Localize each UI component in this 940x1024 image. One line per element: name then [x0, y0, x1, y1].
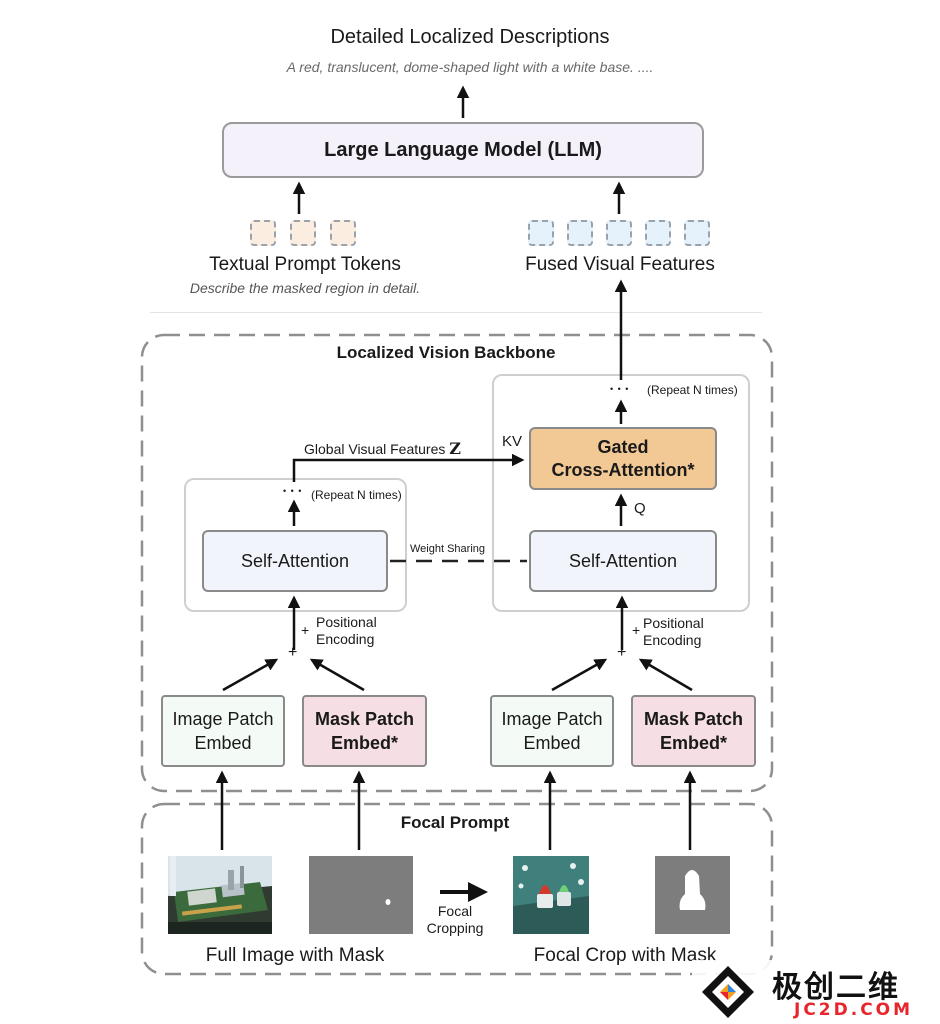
output-title: Detailed Localized Descriptions — [330, 26, 610, 48]
full-image-thumbnail — [168, 856, 272, 934]
arrow-right-mpe-to-plus — [638, 658, 693, 692]
focal-cropping-line1: Focal — [437, 903, 473, 919]
visual-token — [567, 220, 593, 246]
arrow-left-ipe-to-plus — [222, 658, 279, 692]
fused-visual-features-label: Fused Visual Features — [525, 254, 715, 275]
watermark-logo-icon — [702, 966, 754, 1018]
left-pe-plus: + — [301, 622, 310, 638]
crop-mask-picture — [679, 870, 706, 910]
mask-dot-picture — [385, 899, 391, 905]
visual-token — [645, 220, 671, 246]
global-visual-features-label: Global Visual Features Z — [304, 439, 461, 458]
left-ipe-line1: Image Patch — [172, 709, 274, 729]
global-visual-features-text: Global Visual Features — [304, 441, 446, 457]
focal-crop-label: Focal Crop with Mask — [533, 945, 717, 966]
watermark: 极创二维 JC2D.COM — [692, 960, 940, 1024]
visual-token — [606, 220, 632, 246]
right-pe-line1: Positional — [643, 615, 704, 631]
gated-line2: Cross-Attention* — [551, 459, 695, 480]
kv-label: KV — [502, 433, 523, 450]
arrow-right-ipe-to-plus — [551, 658, 608, 692]
left-pe-line2: Encoding — [316, 631, 375, 647]
right-repeat-dots: • • • — [610, 384, 630, 394]
focal-cropping-line2: Cropping — [426, 920, 484, 936]
left-encoder-frame — [184, 478, 407, 612]
textual-prompt-example: Describe the masked region in detail. — [189, 280, 421, 296]
q-label: Q — [634, 500, 646, 517]
right-mpe-line1: Mask Patch — [643, 709, 744, 729]
focal-prompt-title: Focal Prompt — [400, 813, 510, 832]
focal-crop-mask — [655, 856, 730, 934]
full-image-mask — [309, 856, 413, 934]
focal-crop-thumbnail — [513, 856, 589, 934]
left-positional-encoding: Positional Encoding — [316, 614, 377, 648]
backbone-dashed-frame — [140, 333, 774, 793]
textual-prompt-tokens-label: Textual Prompt Tokens — [209, 254, 401, 275]
backbone-title: Localized Vision Backbone — [336, 343, 556, 362]
right-ipe-line1: Image Patch — [501, 709, 603, 729]
right-repeat-label: (Repeat N times) — [647, 383, 738, 397]
left-repeat-label: (Repeat N times) — [311, 488, 402, 502]
focal-cropping-label: Focal Cropping — [410, 903, 500, 937]
left-mpe-line1: Mask Patch — [314, 709, 415, 729]
left-repeat-dots: • • • — [283, 486, 303, 496]
arrow-left-mpe-to-plus — [309, 658, 365, 692]
right-fusion-plus: + — [617, 644, 627, 661]
focal-dashed-frame — [140, 802, 774, 976]
right-pe-plus: + — [632, 622, 641, 638]
left-mask-patch-embed: Mask Patch Embed* — [302, 695, 427, 767]
left-ipe-line2: Embed — [194, 733, 252, 753]
visual-token — [684, 220, 710, 246]
textual-token — [290, 220, 316, 246]
left-self-attention: Self-Attention — [202, 530, 388, 592]
left-mpe-line2: Embed* — [330, 733, 399, 753]
right-mask-patch-embed: Mask Patch Embed* — [631, 695, 756, 767]
left-image-patch-embed: Image Patch Embed — [161, 695, 285, 767]
global-features-symbol: Z — [449, 439, 461, 458]
visual-token — [528, 220, 554, 246]
output-subtitle: A red, translucent, dome-shaped light wi… — [286, 59, 654, 75]
left-fusion-plus: + — [288, 644, 298, 661]
arrow-global-features-to-kv — [292, 453, 525, 482]
gated-line1: Gated — [597, 436, 649, 457]
textual-token — [250, 220, 276, 246]
section-divider — [150, 312, 762, 313]
right-pe-line2: Encoding — [643, 632, 702, 648]
weight-sharing-label: Weight Sharing — [410, 543, 486, 555]
right-self-attention: Self-Attention — [529, 530, 717, 592]
watermark-url: JC2D.COM — [794, 1000, 914, 1020]
circuit-board-picture — [168, 856, 272, 934]
left-pe-line1: Positional — [316, 614, 377, 630]
textual-token — [330, 220, 356, 246]
right-positional-encoding: Positional Encoding — [643, 615, 704, 649]
right-image-patch-embed: Image Patch Embed — [490, 695, 614, 767]
right-ipe-line2: Embed — [523, 733, 581, 753]
crop-light-picture — [513, 856, 589, 934]
right-mpe-line2: Embed* — [659, 733, 728, 753]
full-image-label: Full Image with Mask — [205, 945, 385, 966]
llm-box: Large Language Model (LLM) — [222, 122, 704, 178]
gated-cross-attention: Gated Cross-Attention* — [529, 427, 717, 490]
watermark-cn: 极创二维 — [772, 970, 900, 1005]
